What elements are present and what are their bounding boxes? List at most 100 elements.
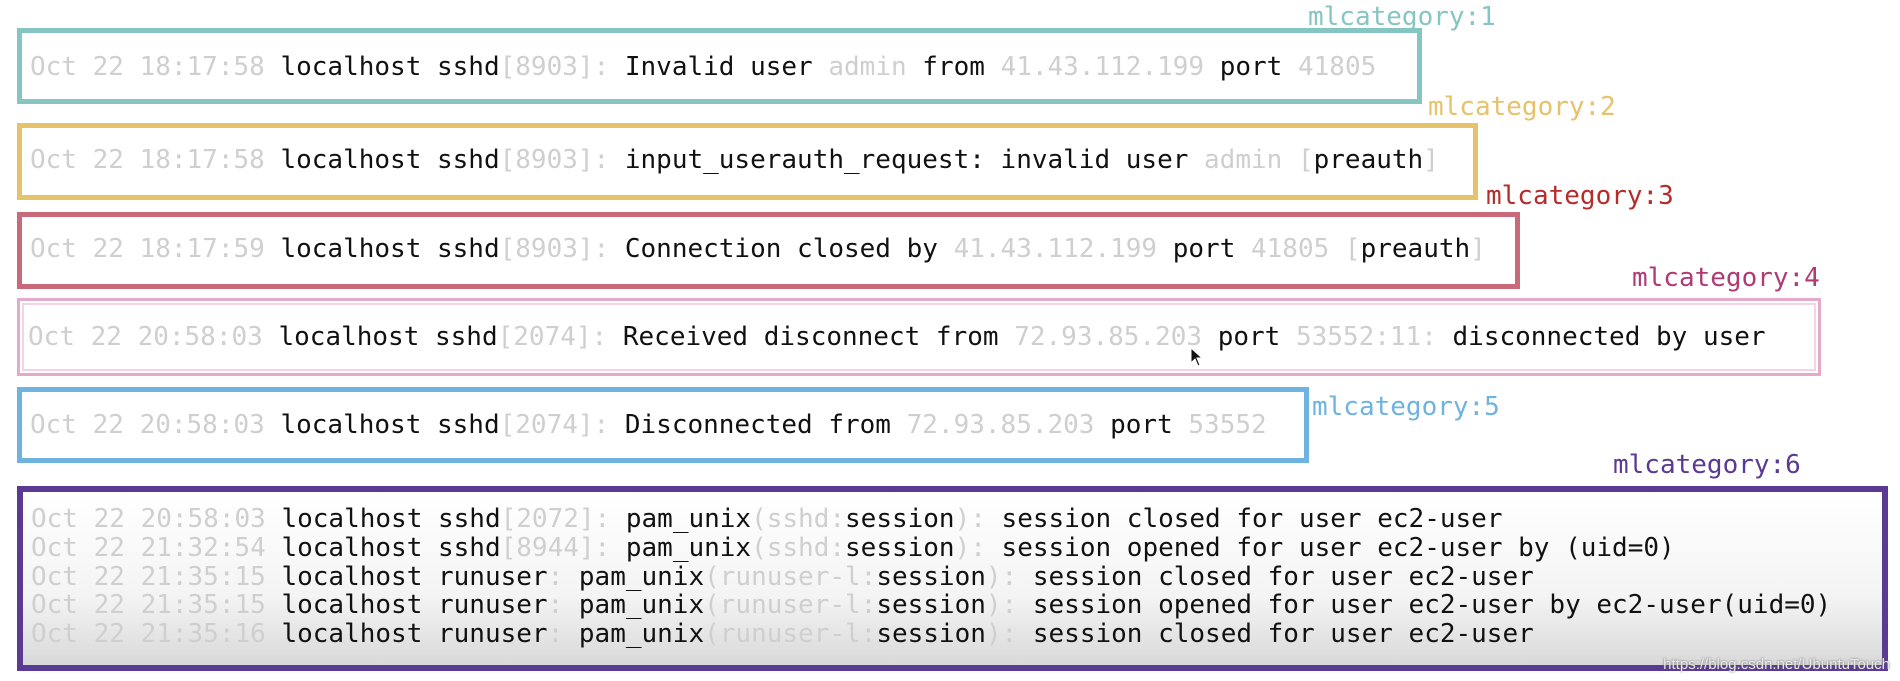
log-field: pam_unix [563,619,705,649]
log-field: pam_unix [563,590,705,620]
log-field-dim: Oct 22 21:35:15 [31,590,266,620]
log-field-dim: Oct 22 18:17:58 [30,145,265,175]
log-field-dim: [8944]: [500,533,611,563]
category-label-6: mlcategory:6 [1613,450,1801,480]
log-line: Oct 22 21:35:15 localhost runuser: pam_u… [31,563,1534,592]
log-field-dim: : [547,562,564,592]
watermark: https://blog.csdn.net/UbuntuTouch [1663,656,1890,673]
mouse-cursor-icon [1190,347,1204,367]
log-line: Oct 22 18:17:59 localhost sshd[8903]: Co… [30,235,1486,264]
log-field: localhost sshd [264,410,500,440]
log-field-dim: Oct 22 20:58:03 [30,410,265,440]
log-field-dim: : [547,590,564,620]
log-field-dim: 41805 [1251,234,1330,264]
category-box-3: Oct 22 18:17:59 localhost sshd[8903]: Co… [17,212,1520,289]
log-field-dim: (runuser-l: [704,590,877,620]
log-line: Oct 22 21:35:16 localhost runuser: pam_u… [31,620,1534,649]
log-field-dim: admin [1204,145,1283,175]
category-label-1: mlcategory:1 [1308,2,1496,32]
log-field-dim: Oct 22 21:32:54 [31,533,266,563]
log-field: session [845,504,955,534]
log-field: session [876,562,986,592]
log-line: Oct 22 20:58:03 localhost sshd[2072]: pa… [31,505,1502,534]
log-line: Oct 22 18:17:58 localhost sshd[8903]: In… [30,53,1376,82]
log-field: session closed for user ec2-user [985,504,1503,534]
log-field: localhost sshd [265,504,501,534]
log-field-dim: Oct 22 21:35:16 [31,619,266,649]
log-line: Oct 22 21:35:15 localhost runuser: pam_u… [31,591,1831,620]
log-field-dim: ] [1423,145,1439,175]
log-field: session [845,533,955,563]
log-field: localhost runuser [265,619,548,649]
log-field: preauth [1313,145,1424,175]
category-box-4: Oct 22 20:58:03 localhost sshd[2074]: Re… [17,298,1821,376]
log-field-dim: (runuser-l: [704,562,877,592]
log-field-dim: Oct 22 20:58:03 [28,322,263,352]
log-field: port [1157,234,1251,264]
log-field-dim: ): [954,533,986,563]
log-field: session opened for user ec2-user by ec2-… [1017,590,1832,620]
log-field-dim: Oct 22 20:58:03 [31,504,266,534]
log-field: session [876,619,986,649]
log-field-dim: ): [985,562,1018,592]
log-field: port [1202,322,1296,352]
category-box-1: Oct 22 18:17:58 localhost sshd[8903]: In… [17,28,1422,104]
category-label-3: mlcategory:3 [1486,181,1674,211]
log-field-dim: 72.93.85.203 [1014,322,1203,352]
log-field: disconnected by user [1436,322,1766,352]
log-field: session closed for user ec2-user [1017,562,1534,592]
log-field-dim: ] [1470,234,1486,264]
log-field-dim: 53552 [1188,410,1267,440]
log-field: from [906,52,1001,82]
log-field-dim: [2074]: [497,322,608,352]
log-field-dim: [2072]: [500,504,611,534]
log-field: pam_unix [610,533,752,563]
log-field-dim: 72.93.85.203 [906,410,1095,440]
log-field: localhost runuser [265,590,548,620]
log-field: localhost sshd [264,234,500,264]
log-field-dim: [ [1329,234,1361,264]
log-field: session closed for user ec2-user [1017,619,1534,649]
log-field: input_userauth_request: invalid user [609,145,1205,175]
log-field-dim: ): [985,619,1018,649]
log-field: localhost sshd [264,52,500,82]
log-field-dim: [8903]: [499,52,610,82]
log-field: port [1204,52,1298,82]
log-field-dim: (runuser-l: [704,619,877,649]
category-label-4: mlcategory:4 [1632,263,1820,293]
log-field: session opened for user ec2-user by (uid… [985,533,1675,563]
category-box-2: Oct 22 18:17:58 localhost sshd[8903]: in… [17,123,1478,200]
log-field: preauth [1360,234,1471,264]
log-field: port [1094,410,1189,440]
log-line: Oct 22 20:58:03 localhost sshd[2074]: Di… [30,411,1267,440]
log-field-dim: Oct 22 18:17:58 [30,52,265,82]
log-field-dim: ): [985,590,1018,620]
log-field-dim: [8903]: [499,234,610,264]
log-field: Received disconnect from [607,322,1015,352]
log-field-dim: (sshd: [751,533,846,563]
log-field-dim: Oct 22 18:17:59 [30,234,265,264]
log-field: session [876,590,986,620]
log-field-dim: 53552:11: [1295,322,1437,352]
log-field-dim: (sshd: [751,504,846,534]
log-field: Disconnected from [609,410,907,440]
log-field-dim: 41.43.112.199 [1000,52,1205,82]
log-field: Connection closed by [609,234,954,264]
log-field-dim: [2074]: [499,410,610,440]
category-box-6: Oct 22 20:58:03 localhost sshd[2072]: pa… [17,486,1888,671]
log-field-dim: : [547,619,564,649]
log-field: localhost sshd [264,145,500,175]
log-field: pam_unix [610,504,752,534]
log-field-dim: [ [1282,145,1314,175]
log-field: localhost sshd [265,533,501,563]
category-box-5: Oct 22 20:58:03 localhost sshd[2074]: Di… [17,387,1309,463]
log-field: localhost runuser [265,562,548,592]
category-label-5: mlcategory:5 [1312,392,1500,422]
log-line: Oct 22 18:17:58 localhost sshd[8903]: in… [30,146,1439,175]
log-field-dim: 41.43.112.199 [953,234,1158,264]
log-line: Oct 22 21:32:54 localhost sshd[8944]: pa… [31,534,1675,563]
log-field-dim: 41805 [1297,52,1377,82]
category-label-2: mlcategory:2 [1428,92,1616,122]
log-field-dim: Oct 22 21:35:15 [31,562,266,592]
log-field: pam_unix [563,562,705,592]
